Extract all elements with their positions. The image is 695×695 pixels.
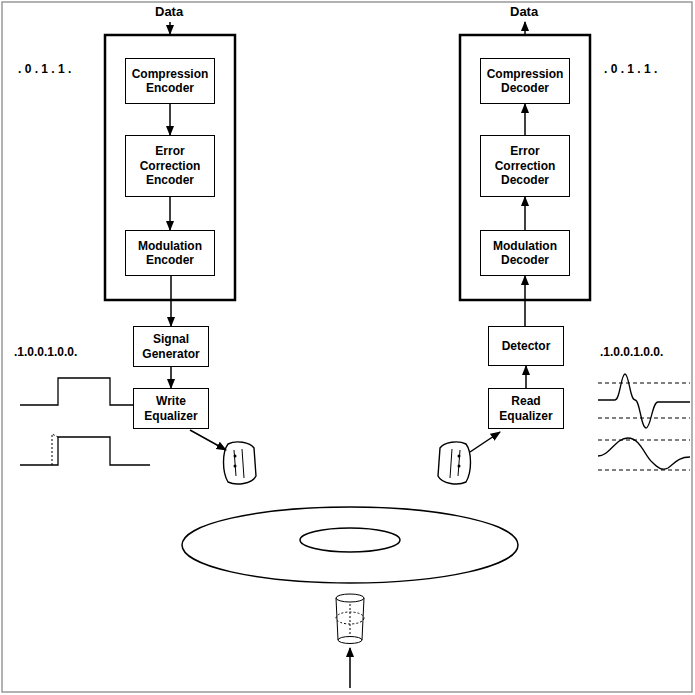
flow-arrow [170, 367, 172, 388]
box-label: Error Correction Decoder [484, 144, 566, 187]
box-label: Detector [502, 339, 551, 353]
process-box: Compression Decoder [480, 58, 570, 104]
optical-lens [336, 594, 364, 644]
box-label: Modulation Encoder [129, 239, 211, 268]
flow-arrow [169, 104, 171, 135]
flow-arrow [169, 197, 171, 230]
process-box: Modulation Decoder [480, 230, 570, 276]
box-label: Error Correction Encoder [129, 144, 211, 187]
read-pulse [598, 374, 690, 428]
box-label: Read Equalizer [492, 394, 560, 423]
channel-bits: .1.0.0.1.0.0. [600, 345, 663, 359]
box-label: Compression Decoder [484, 67, 566, 96]
data-label: Data [155, 4, 183, 19]
box-label: Compression Encoder [129, 67, 211, 96]
read-arrow [470, 432, 500, 452]
disk-hole [300, 528, 400, 552]
disk [182, 507, 518, 583]
flow-arrow [524, 104, 526, 135]
precomp-edge [52, 434, 58, 465]
decoder-housing [460, 35, 590, 300]
box-label: Modulation Decoder [484, 239, 566, 268]
process-box: Modulation Encoder [125, 230, 215, 276]
flow-arrow [524, 276, 526, 326]
read-head [438, 442, 471, 484]
write-head [224, 442, 257, 484]
bit-sequence: . 0 . 1 . 1 . [18, 62, 71, 76]
write-arrow [190, 430, 226, 450]
flow-arrow [525, 366, 527, 388]
threshold-line [598, 418, 690, 419]
process-box: Signal Generator [133, 326, 209, 367]
channel-bits: .1.0.0.1.0.0. [14, 345, 77, 359]
process-box: Error Correction Encoder [125, 135, 215, 197]
encoder-housing [105, 35, 235, 300]
box-label: Write Equalizer [137, 394, 205, 423]
process-box: Compression Encoder [125, 58, 215, 104]
process-box: Error Correction Decoder [480, 135, 570, 197]
data-out-arrow [524, 22, 526, 35]
laser-arrow [349, 648, 351, 688]
process-box: Write Equalizer [133, 388, 209, 429]
bit-sequence: . 0 . 1 . 1 . [604, 62, 657, 76]
threshold-line [598, 440, 690, 441]
flow-arrow [524, 197, 526, 230]
read-signal [598, 438, 690, 469]
equalized-wave [20, 437, 150, 465]
box-label: Signal Generator [137, 332, 205, 361]
process-box: Read Equalizer [488, 388, 564, 429]
threshold-line [598, 470, 690, 471]
process-box: Detector [488, 326, 564, 366]
threshold-line [598, 383, 690, 384]
data-label: Data [510, 4, 538, 19]
square-wave [20, 378, 150, 405]
data-in-arrow [169, 22, 171, 34]
flow-arrow [170, 276, 172, 326]
